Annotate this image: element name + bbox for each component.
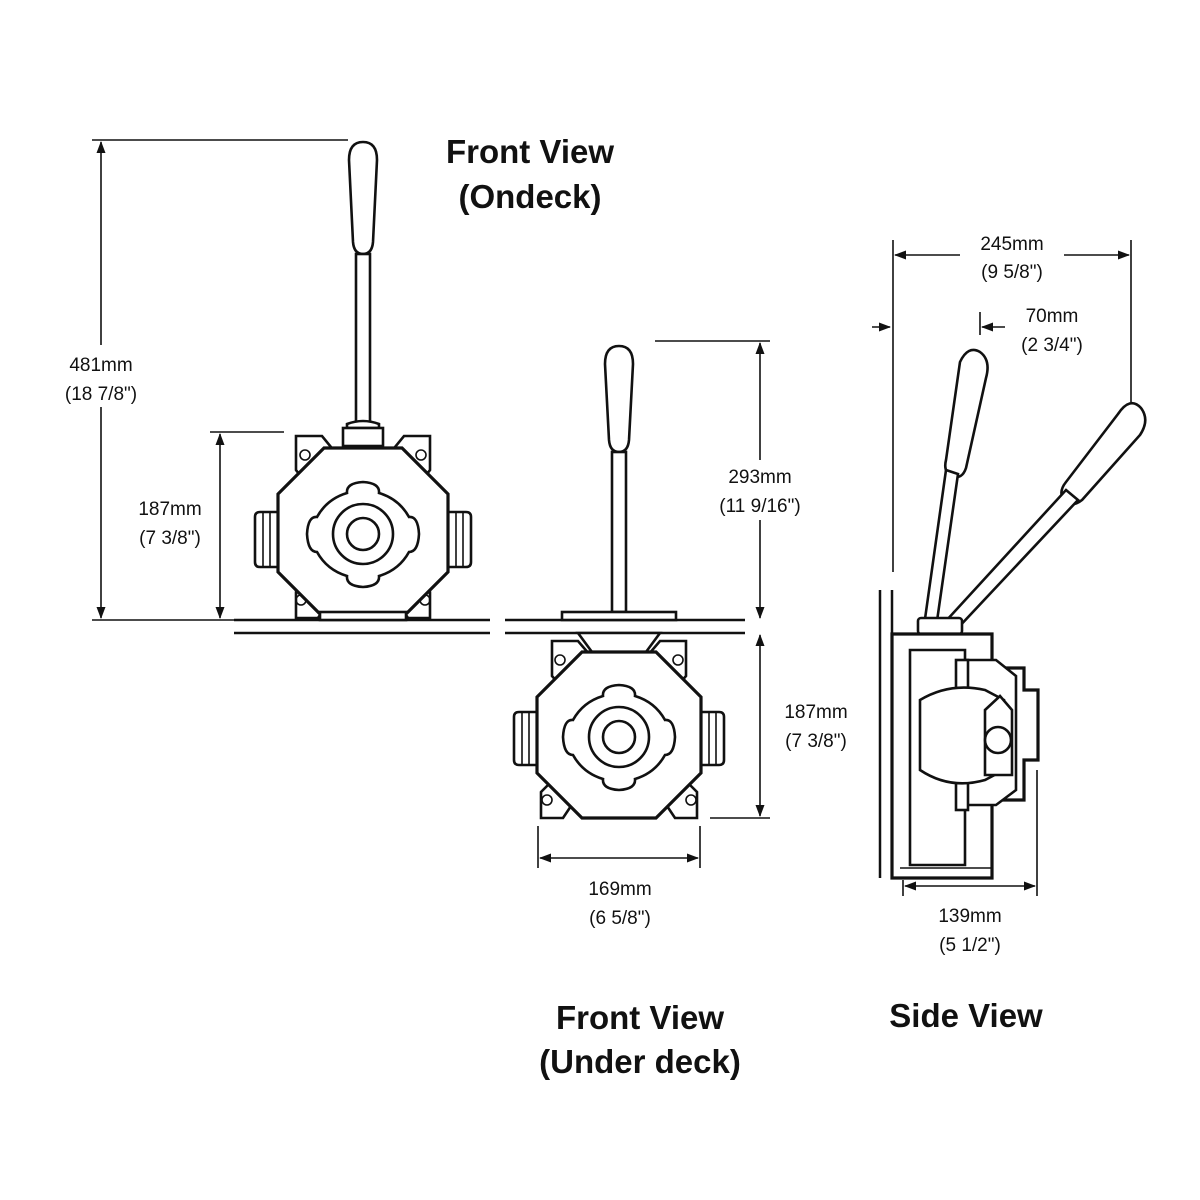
ondeck-pump-drawing (253, 140, 473, 622)
dim-70mm-label: 70mm (1026, 306, 1079, 327)
dim-293mm-inch-label: (11 9/16") (719, 496, 800, 517)
dim-187mm-ondeck-label: 187mm (138, 499, 201, 520)
underdeck-title-line2: (Under deck) (539, 1043, 741, 1080)
dim-side-body-depth: 139mm (5 1/2") (902, 770, 1038, 956)
dim-169mm-label: 169mm (588, 879, 651, 900)
side-view-pump-drawing (878, 348, 1147, 880)
dim-187mm-ondeck-inch-label: (7 3/8") (139, 528, 201, 549)
dim-169mm-inch-label: (6 5/8") (589, 908, 651, 929)
dim-underdeck-body-height: 187mm (7 3/8") (710, 634, 860, 819)
dim-245mm-inch-label: (9 5/8") (981, 262, 1043, 283)
dim-481mm-inch-label: (18 7/8") (65, 384, 137, 405)
dim-underdeck-handle-height: 293mm (11 9/16") (655, 340, 814, 619)
ondeck-title-line2: (Ondeck) (458, 178, 601, 215)
dim-481mm-label: 481mm (69, 355, 132, 376)
dim-ondeck-body-height: 187mm (7 3/8") (128, 431, 284, 619)
underdeck-title-line1: Front View (556, 999, 724, 1036)
dim-187mm-underdeck-label: 187mm (784, 702, 847, 723)
dim-side-handle-offset: 70mm (2 3/4") (872, 306, 1083, 356)
deck-plate (234, 618, 745, 635)
dim-underdeck-width: 169mm (6 5/8") (537, 826, 701, 929)
ondeck-title-line1: Front View (446, 133, 614, 170)
dim-side-total-width: 245mm (9 5/8") (892, 228, 1132, 572)
dim-139mm-inch-label: (5 1/2") (939, 935, 1001, 956)
dim-187mm-underdeck-inch-label: (7 3/8") (785, 731, 847, 752)
dim-293mm-label: 293mm (728, 467, 791, 488)
dim-70mm-inch-label: (2 3/4") (1021, 335, 1083, 356)
dim-ondeck-total-height: 481mm (18 7/8") (52, 139, 348, 621)
side-view-title: Side View (889, 997, 1043, 1034)
dim-245mm-label: 245mm (980, 234, 1043, 255)
underdeck-pump-drawing (512, 344, 726, 820)
dim-139mm-label: 139mm (938, 906, 1001, 927)
